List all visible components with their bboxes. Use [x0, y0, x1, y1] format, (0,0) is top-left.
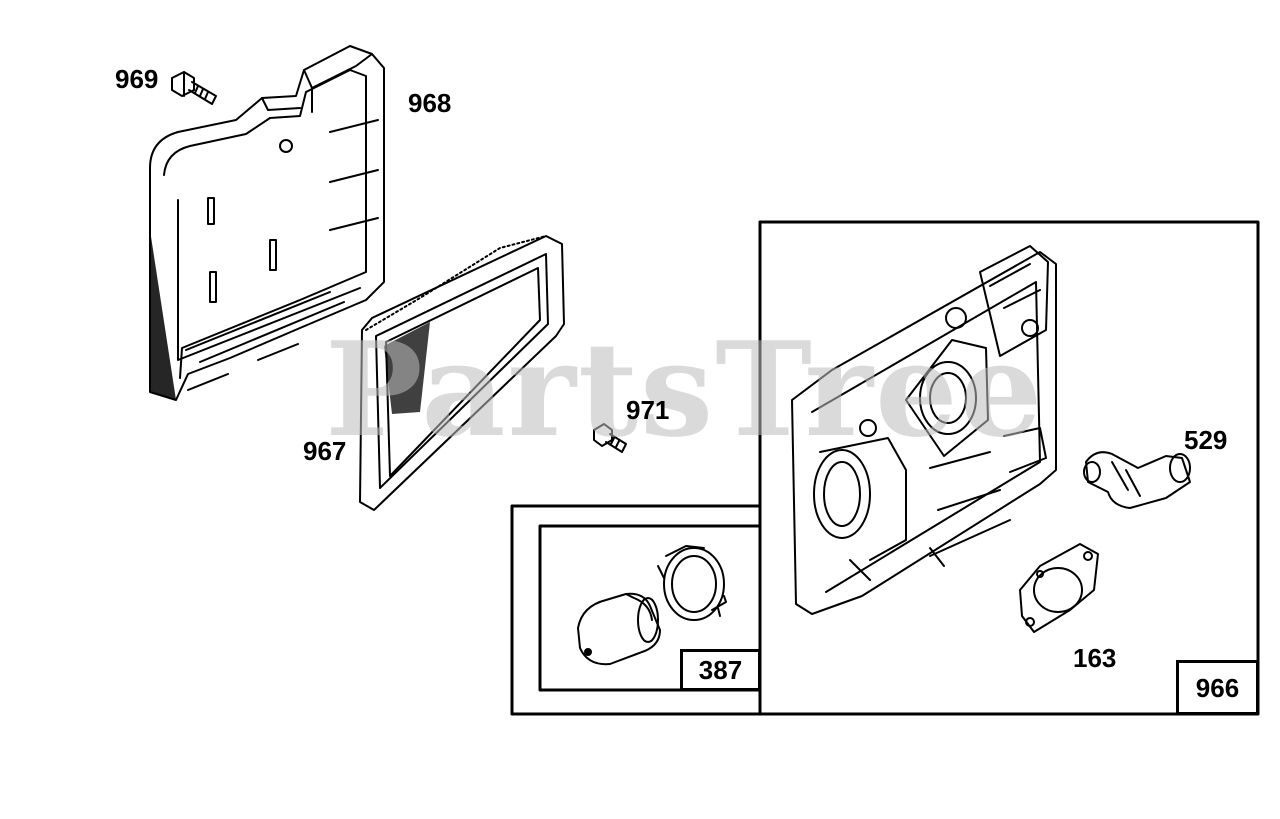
callout-969[interactable]: 969 — [115, 64, 159, 94]
callout-966[interactable]: 966 — [1176, 660, 1259, 715]
watermark: PartsTree — [325, 313, 1045, 466]
kit-966-frame — [758, 220, 1260, 716]
callout-967[interactable]: 967 — [303, 436, 347, 466]
callout-968[interactable]: 968 — [408, 88, 452, 118]
callout-529[interactable]: 529 — [1184, 425, 1228, 455]
air-filter-drawing — [359, 235, 565, 511]
breather-tube-drawing — [1083, 451, 1191, 509]
callout-163[interactable]: 163 — [1073, 643, 1117, 673]
callout-387[interactable]: 387 — [680, 649, 761, 691]
screw-971-drawing — [593, 423, 627, 453]
air-cleaner-base-drawing — [791, 245, 1057, 615]
screw-969-drawing — [171, 71, 217, 105]
kit-387-outer-frame — [510, 504, 762, 716]
air-cleaner-cover-drawing — [149, 45, 385, 401]
primer-bulb-drawing — [577, 545, 727, 666]
callout-971[interactable]: 971 — [626, 395, 670, 425]
gasket-drawing — [1019, 543, 1099, 633]
kit-387-inner-frame — [538, 524, 762, 692]
